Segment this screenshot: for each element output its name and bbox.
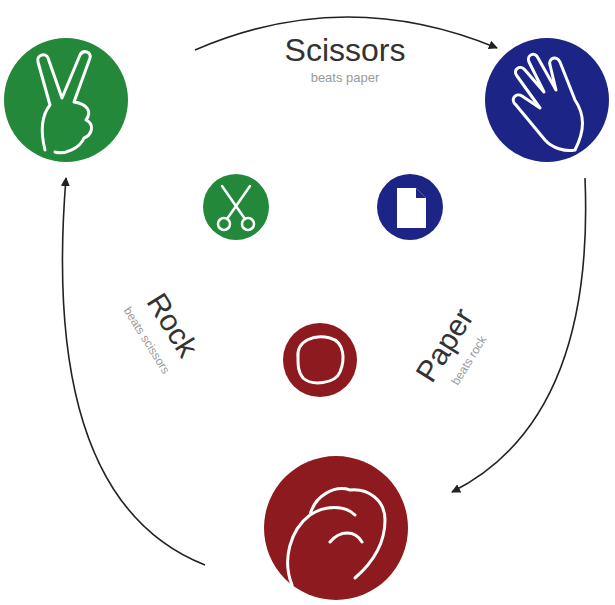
scissors-loop: [218, 218, 230, 230]
fist-hand: [288, 489, 385, 585]
scissors-icon-circle: [203, 174, 269, 240]
peace-hand: [38, 52, 92, 153]
paper-icon: [397, 188, 426, 228]
paper-icon-circle: [377, 174, 443, 240]
cycle-arrow: [452, 178, 586, 492]
rock-icon: [298, 337, 343, 383]
scissors-hand-circle: [4, 38, 128, 162]
rule-name: Scissors: [285, 32, 406, 69]
rule-caption: beats paper: [311, 71, 380, 86]
rock-icon-circle: [283, 323, 357, 397]
flat-hand: [513, 54, 582, 150]
scissors-loop: [242, 218, 254, 230]
rock-hand-circle: [264, 456, 408, 600]
scissors-icon: [218, 186, 254, 230]
scissors-blade: [222, 186, 245, 219]
scissors-blade: [227, 186, 250, 219]
paper-icon-fold: [416, 188, 426, 198]
paper-hand-circle: [485, 38, 609, 162]
cycle-arrow: [62, 178, 205, 565]
